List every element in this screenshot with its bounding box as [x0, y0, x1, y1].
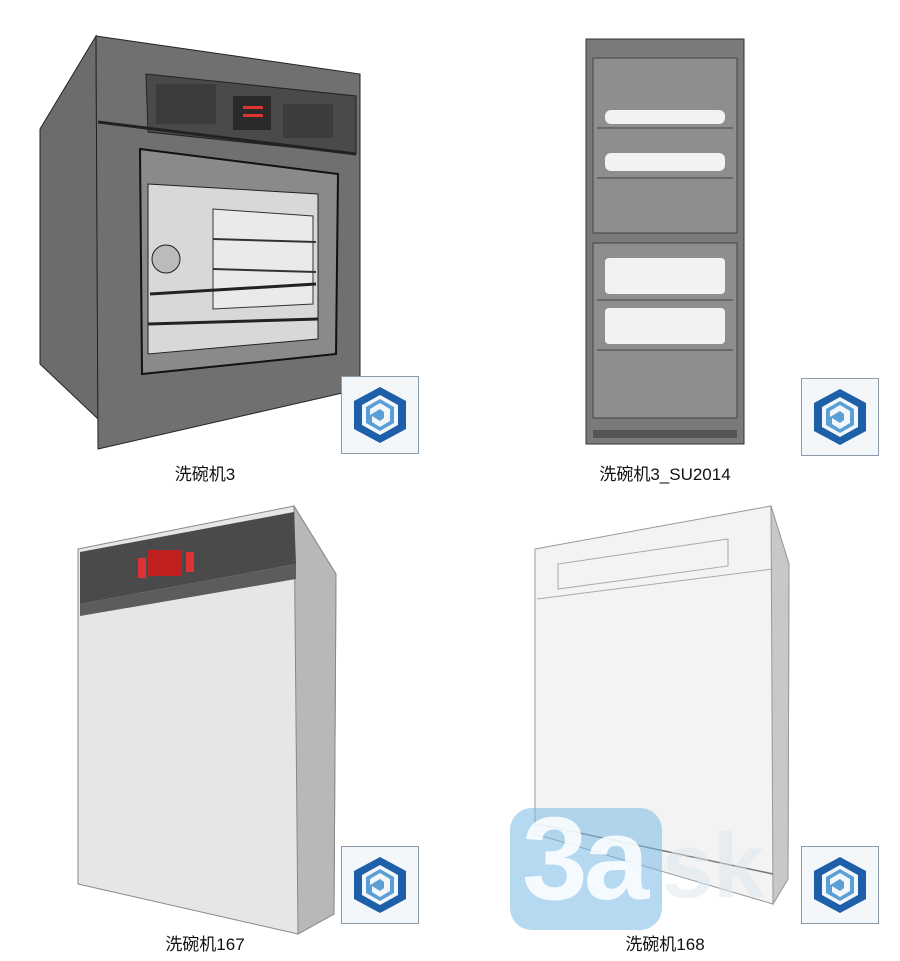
dishwasher-white-model-preview [534, 505, 790, 906]
sketchup-icon [814, 389, 866, 445]
cabinet-model-preview [585, 38, 745, 445]
sketchup-icon [354, 387, 406, 443]
dishwasher-dark-model-preview [77, 504, 337, 935]
thumbnail-dishwasher-white[interactable] [533, 504, 793, 909]
watermark-text: 3a [522, 793, 649, 925]
file-name-label[interactable]: 洗碗机167 [165, 935, 245, 954]
watermark-logo [510, 808, 662, 930]
sketchup-badge [801, 378, 879, 456]
thumbnail-dishwasher-dark[interactable] [76, 504, 338, 936]
thumbnail-oven[interactable] [38, 34, 363, 452]
sketchup-badge [341, 846, 419, 924]
watermark-text-tail: sk [662, 815, 765, 917]
sketchup-icon [814, 857, 866, 913]
sketchup-icon [354, 857, 406, 913]
file-name-label[interactable]: 洗碗机168 [625, 935, 705, 954]
file-name-label[interactable]: 洗碗机3 [174, 465, 236, 484]
thumbnail-disinfection-cabinet[interactable] [585, 38, 747, 448]
oven-model-preview [39, 34, 361, 450]
sketchup-badge [341, 376, 419, 454]
file-name-label[interactable]: 洗碗机3_SU2014 [599, 465, 731, 484]
sketchup-badge [801, 846, 879, 924]
